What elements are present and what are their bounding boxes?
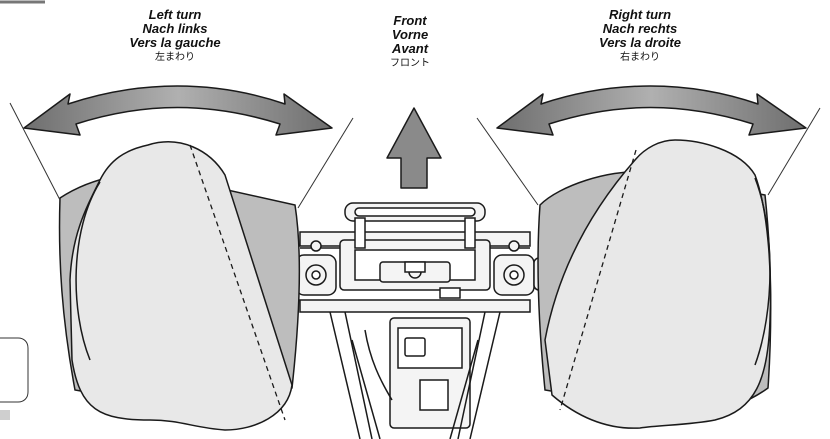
left-turn-ja: 左まわり	[155, 52, 195, 63]
front-label: Front Vorne Avant フロント	[355, 14, 465, 71]
edge-frame	[0, 337, 29, 403]
edge-mark	[0, 410, 10, 420]
right-turn-en: Right turn	[608, 7, 672, 22]
front-en: Front	[393, 13, 427, 28]
front-ja: フロント	[390, 58, 430, 69]
right-turn-label: Right turn Nach rechts Vers la droite 右ま…	[565, 8, 715, 65]
left-turn-arc-arrow	[23, 85, 333, 136]
right-turn-de: Nach rechts	[602, 21, 678, 36]
left-turn-de: Nach links	[142, 21, 208, 36]
chassis	[271, 202, 559, 439]
front-fr: Avant	[391, 41, 429, 56]
left-guide-line-1	[9, 102, 61, 201]
right-turn-ja: 右まわり	[620, 52, 660, 63]
left-turn-en: Left turn	[148, 7, 202, 22]
right-turn-fr: Vers la droite	[599, 35, 681, 50]
front-arrow	[386, 107, 442, 189]
right-turn-arc-arrow	[496, 85, 807, 136]
right-guide-line-2	[767, 107, 821, 196]
front-de: Vorne	[391, 27, 429, 42]
left-turn-fr: Vers la gauche	[129, 35, 221, 50]
left-turn-label: Left turn Nach links Vers la gauche 左まわり	[95, 8, 255, 65]
left-guide-line-2	[297, 117, 354, 209]
left-tire	[58, 141, 301, 431]
right-guide-line-1	[476, 117, 539, 206]
right-tire	[537, 139, 772, 429]
